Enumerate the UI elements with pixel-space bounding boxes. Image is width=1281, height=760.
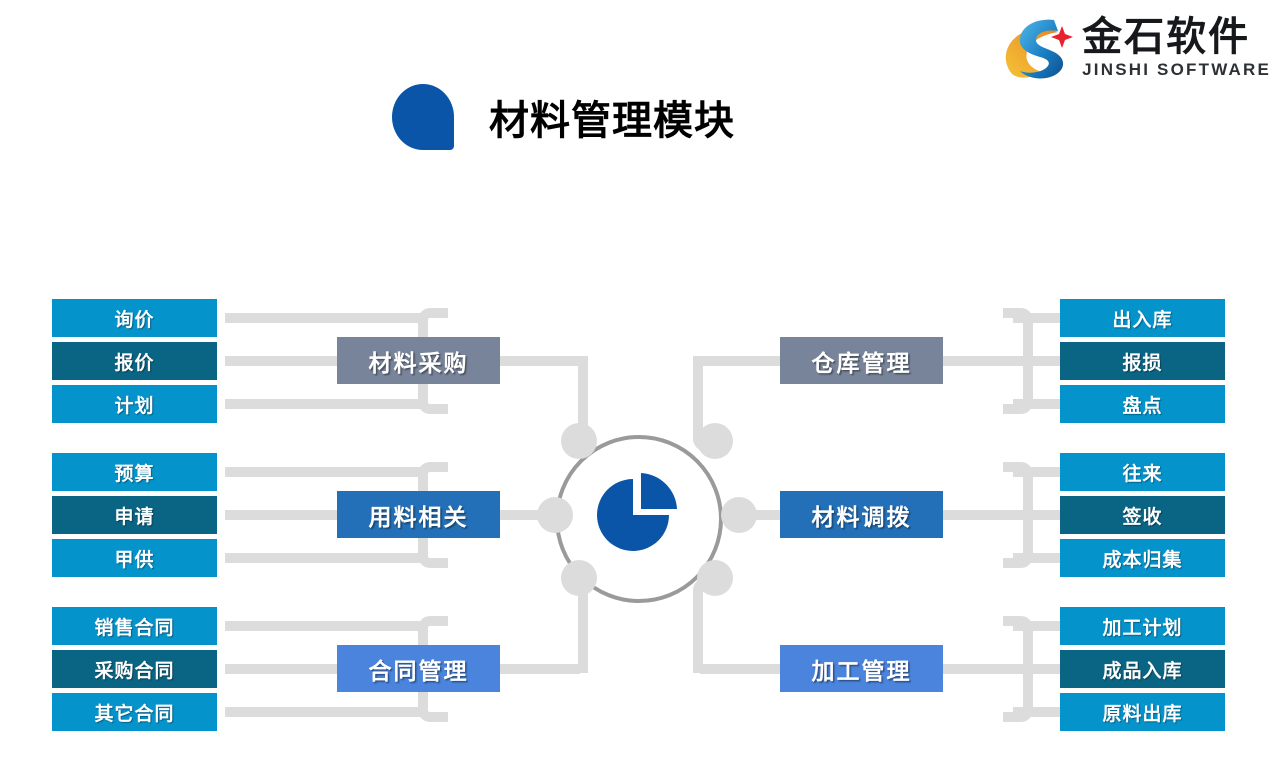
connector-branch-left-0-2 xyxy=(225,399,427,409)
connector-branch-right-1-0 xyxy=(1013,467,1060,477)
leaf-left-2-2[interactable]: 其它合同 xyxy=(52,693,217,731)
jinshi-s-swoosh-logo-icon xyxy=(998,10,1076,86)
leaf-right-2-2[interactable]: 原料出库 xyxy=(1060,693,1225,731)
connector-branch-right-2-2 xyxy=(1013,707,1060,717)
connector-mid-left-1 xyxy=(225,510,337,520)
connector-branch-left-2-0 xyxy=(225,621,427,631)
leaf-left-1-2[interactable]: 甲供 xyxy=(52,539,217,577)
leaf-right-1-1[interactable]: 签收 xyxy=(1060,496,1225,534)
connector-mid-right-1 xyxy=(943,510,1060,520)
spine-right-bottom xyxy=(693,578,781,673)
ring-node-bottom-left xyxy=(561,560,597,596)
pie-chart-icon xyxy=(595,473,677,557)
spine-left-top xyxy=(500,356,588,451)
connector-mid-right-2 xyxy=(943,664,1060,674)
leaf-left-1-0[interactable]: 预算 xyxy=(52,453,217,491)
connector-branch-left-1-2 xyxy=(225,553,427,563)
connector-branch-right-0-0 xyxy=(1013,313,1060,323)
hub-left-0[interactable]: 材料采购 xyxy=(337,337,500,384)
connector-branch-left-2-2 xyxy=(225,707,427,717)
leaf-right-1-2[interactable]: 成本归集 xyxy=(1060,539,1225,577)
connector-mid-left-0 xyxy=(225,356,337,366)
hub-right-0[interactable]: 仓库管理 xyxy=(780,337,943,384)
leaf-right-0-2[interactable]: 盘点 xyxy=(1060,385,1225,423)
hub-right-1[interactable]: 材料调拨 xyxy=(780,491,943,538)
leaf-right-0-0[interactable]: 出入库 xyxy=(1060,299,1225,337)
connector-hub-center-left-0 xyxy=(500,355,580,366)
connector-hub-center-left-2 xyxy=(500,663,580,674)
hub-left-2[interactable]: 合同管理 xyxy=(337,645,500,692)
connector-branch-right-1-2 xyxy=(1013,553,1060,563)
logo-english-name: JINSHI SOFTWARE xyxy=(1082,60,1271,79)
company-logo: 金石软件 JINSHI SOFTWARE xyxy=(998,8,1271,88)
leaf-left-0-1[interactable]: 报价 xyxy=(52,342,217,380)
ring-node-bottom-right xyxy=(697,560,733,596)
page-title-row: 材料管理模块 xyxy=(390,84,735,150)
connector-bracket-right-2 xyxy=(1003,616,1033,722)
connector-bracket-right-1 xyxy=(1003,462,1033,568)
leaf-left-0-2[interactable]: 计划 xyxy=(52,385,217,423)
ring-node-left xyxy=(537,497,573,533)
ring-node-right xyxy=(721,497,757,533)
connector-branch-left-0-0 xyxy=(225,313,427,323)
connector-bracket-right-0 xyxy=(1003,308,1033,414)
connector-mid-right-0 xyxy=(943,356,1060,366)
connector-hub-center-right-2 xyxy=(700,663,780,674)
leaf-right-0-1[interactable]: 报损 xyxy=(1060,342,1225,380)
leaf-left-2-1[interactable]: 采购合同 xyxy=(52,650,217,688)
leaf-right-2-0[interactable]: 加工计划 xyxy=(1060,607,1225,645)
connector-hub-center-right-0 xyxy=(700,355,780,366)
leaf-left-2-0[interactable]: 销售合同 xyxy=(52,607,217,645)
leaf-right-1-0[interactable]: 往来 xyxy=(1060,453,1225,491)
ring-node-top-left xyxy=(561,423,597,459)
logo-wordmark: 金石软件 JINSHI SOFTWARE xyxy=(1082,16,1271,80)
connector-mid-left-2 xyxy=(225,664,337,674)
logo-chinese-name: 金石软件 xyxy=(1082,14,1251,60)
page-title: 材料管理模块 xyxy=(489,98,735,144)
spine-left-bottom xyxy=(500,578,588,673)
connector-branch-right-2-0 xyxy=(1013,621,1060,631)
leaf-right-2-1[interactable]: 成品入库 xyxy=(1060,650,1225,688)
connector-branch-left-1-0 xyxy=(225,467,427,477)
ring-node-top-right xyxy=(697,423,733,459)
leaf-left-1-1[interactable]: 申请 xyxy=(52,496,217,534)
spine-right-top xyxy=(693,356,781,451)
hub-left-1[interactable]: 用料相关 xyxy=(337,491,500,538)
leaf-left-0-0[interactable]: 询价 xyxy=(52,299,217,337)
blue-teardrop-icon xyxy=(392,84,454,150)
connector-branch-right-0-2 xyxy=(1013,399,1060,409)
hub-right-2[interactable]: 加工管理 xyxy=(780,645,943,692)
